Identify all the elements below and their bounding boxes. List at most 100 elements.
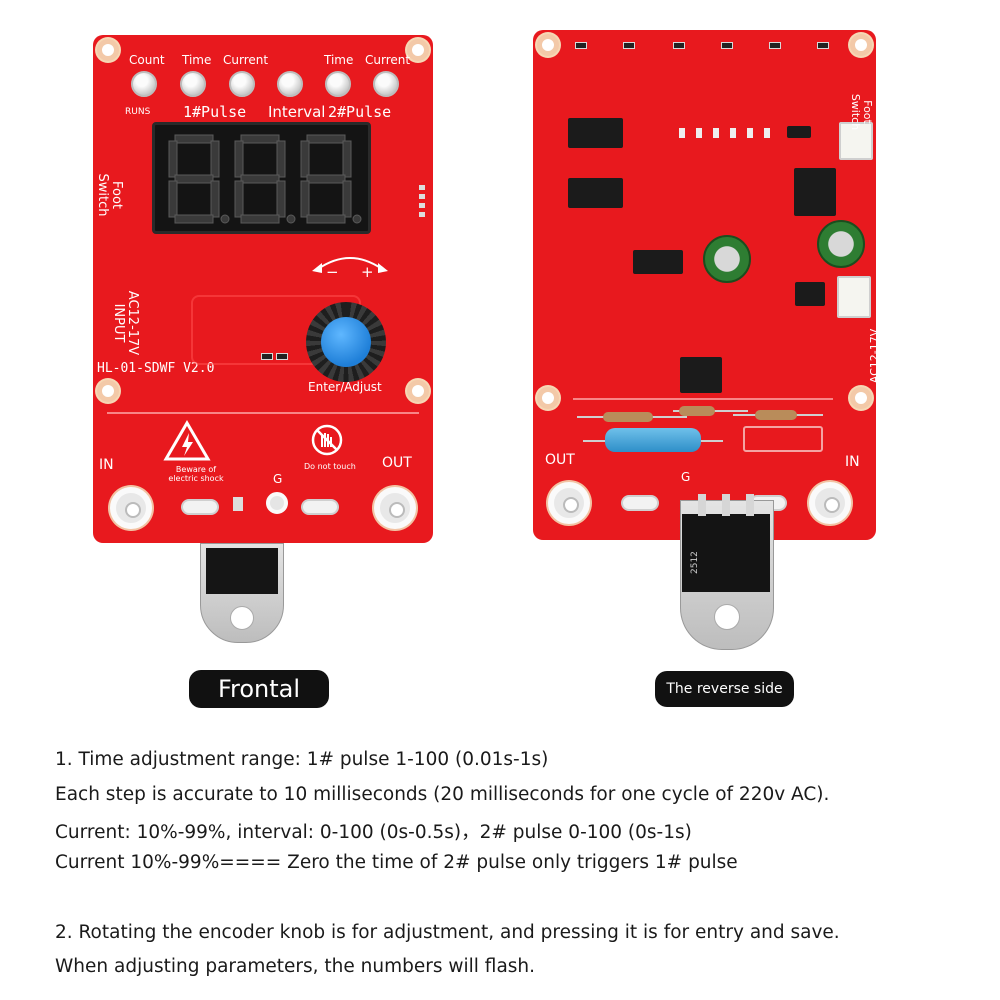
mounting-hole xyxy=(407,39,429,61)
solder-pads xyxy=(679,128,779,138)
indicator-led xyxy=(180,71,206,97)
led-label-time-1: Time xyxy=(182,53,212,67)
transistor xyxy=(795,282,825,306)
triac-mount-hole xyxy=(714,604,740,630)
terminal-slot xyxy=(621,495,659,511)
minus-label: − xyxy=(326,263,339,281)
in-label: IN xyxy=(99,457,114,473)
enter-adjust-label: Enter/Adjust xyxy=(308,380,382,394)
frontal-label: Frontal xyxy=(189,670,329,708)
reverse-side-label: The reverse side xyxy=(655,671,794,707)
triac-pin xyxy=(722,494,730,516)
smd-component xyxy=(575,42,587,49)
ic-chip xyxy=(633,250,683,274)
back-ac-input-label: AC12-17V INPUT xyxy=(868,328,893,384)
out-label: OUT xyxy=(382,455,412,471)
mounting-hole xyxy=(97,380,119,402)
led-label-current-1: Current xyxy=(223,53,269,67)
indicator-led xyxy=(131,71,157,97)
foot-switch-label: Foot Switch xyxy=(95,173,124,217)
front-pcb-board: Count Time Current Time Current RUNS 1#P… xyxy=(93,35,433,543)
g-label: G xyxy=(273,472,283,486)
ic-chip xyxy=(680,357,722,393)
solder-pad xyxy=(233,497,243,511)
ic-chip xyxy=(568,118,623,148)
description-line-2: Each step is accurate to 10 milliseconds… xyxy=(55,784,830,805)
indicator-led xyxy=(373,71,399,97)
smd-component xyxy=(276,353,288,360)
smd-component xyxy=(721,42,733,49)
ic-chip xyxy=(568,178,623,208)
foot-switch-connector xyxy=(839,122,873,160)
indicator-led xyxy=(229,71,255,97)
indicator-led xyxy=(325,71,351,97)
smd-component xyxy=(261,353,273,360)
mode-label-interval: Interval xyxy=(268,103,326,121)
triac-mount-hole xyxy=(230,606,254,630)
mounting-hole xyxy=(537,34,559,56)
seven-segment-display xyxy=(152,122,371,234)
mounting-hole xyxy=(97,39,119,61)
description-line-4: Current 10%-99%==== Zero the time of 2# … xyxy=(55,852,738,873)
mounting-hole xyxy=(537,387,559,409)
out-terminal-pad xyxy=(548,482,590,524)
resistor xyxy=(603,412,653,422)
back-g-label: G xyxy=(681,470,691,484)
do-not-touch-label: Do not touch xyxy=(304,462,356,471)
ac-input-label: AC12-17V INPUT xyxy=(111,290,140,356)
description-line-3: Current: 10%-99%, interval: 0-100 (0s-0.… xyxy=(55,822,692,843)
smd-component xyxy=(623,42,635,49)
triac-pin xyxy=(746,494,754,516)
resistor xyxy=(755,410,797,420)
mounting-hole xyxy=(850,387,872,409)
mode-label-1-pulse: 1#Pulse xyxy=(183,103,247,121)
back-pcb-board: Foot Switch AC12-17V INPUT OUT IN G xyxy=(533,30,893,540)
smd-component xyxy=(817,42,829,49)
smd-component xyxy=(673,42,685,49)
mounting-hole xyxy=(407,380,429,402)
triac-pin xyxy=(698,494,706,516)
description-line-1: 1. Time adjustment range: 1# pulse 1-100… xyxy=(55,749,549,770)
display-digits xyxy=(168,134,362,224)
electrolytic-capacitor xyxy=(703,235,751,283)
out-terminal-pad xyxy=(374,487,416,529)
component-outline xyxy=(743,426,823,452)
led-label-time-2: Time xyxy=(324,53,354,67)
electrolytic-capacitor xyxy=(817,220,865,268)
power-resistor xyxy=(605,428,701,452)
beware-label: Beware of electric shock xyxy=(168,465,224,483)
back-out-label: OUT xyxy=(545,452,575,468)
runs-label: RUNS xyxy=(125,107,151,117)
regulator-chip xyxy=(794,168,836,216)
do-not-touch-icon xyxy=(311,424,343,456)
description-line-7: When adjusting parameters, the numbers w… xyxy=(55,956,536,977)
model-label: HL-01-SDWF V2.0 xyxy=(97,361,215,376)
encoder-knob[interactable] xyxy=(306,302,386,382)
mode-label-2-pulse: 2#Pulse xyxy=(328,103,392,121)
terminal-slot xyxy=(181,499,219,515)
back-triac-body xyxy=(682,514,770,592)
front-triac-body xyxy=(206,548,278,594)
ac-input-connector xyxy=(837,276,871,318)
rotate-arrows-icon xyxy=(312,257,388,273)
divider-line xyxy=(107,412,419,414)
smd-component xyxy=(769,42,781,49)
indicator-led xyxy=(277,71,303,97)
back-foot-switch-label: Foot Switch xyxy=(849,93,874,131)
knob-cap xyxy=(321,317,371,367)
led-label-count: Count xyxy=(129,53,165,67)
back-in-label: IN xyxy=(845,454,860,470)
electric-shock-warning-icon xyxy=(163,420,211,461)
resistor xyxy=(679,406,715,416)
mounting-hole xyxy=(850,34,872,56)
triac-code: 2512 xyxy=(690,551,700,574)
description-line-6: 2. Rotating the encoder knob is for adju… xyxy=(55,922,840,943)
led-label-current-2: Current xyxy=(365,53,411,67)
in-terminal-pad xyxy=(110,487,152,529)
divider-line xyxy=(573,398,833,400)
gate-pad xyxy=(266,492,288,514)
diode xyxy=(787,126,811,138)
header-pins xyxy=(419,185,425,221)
in-terminal-pad xyxy=(809,482,851,524)
terminal-slot xyxy=(301,499,339,515)
